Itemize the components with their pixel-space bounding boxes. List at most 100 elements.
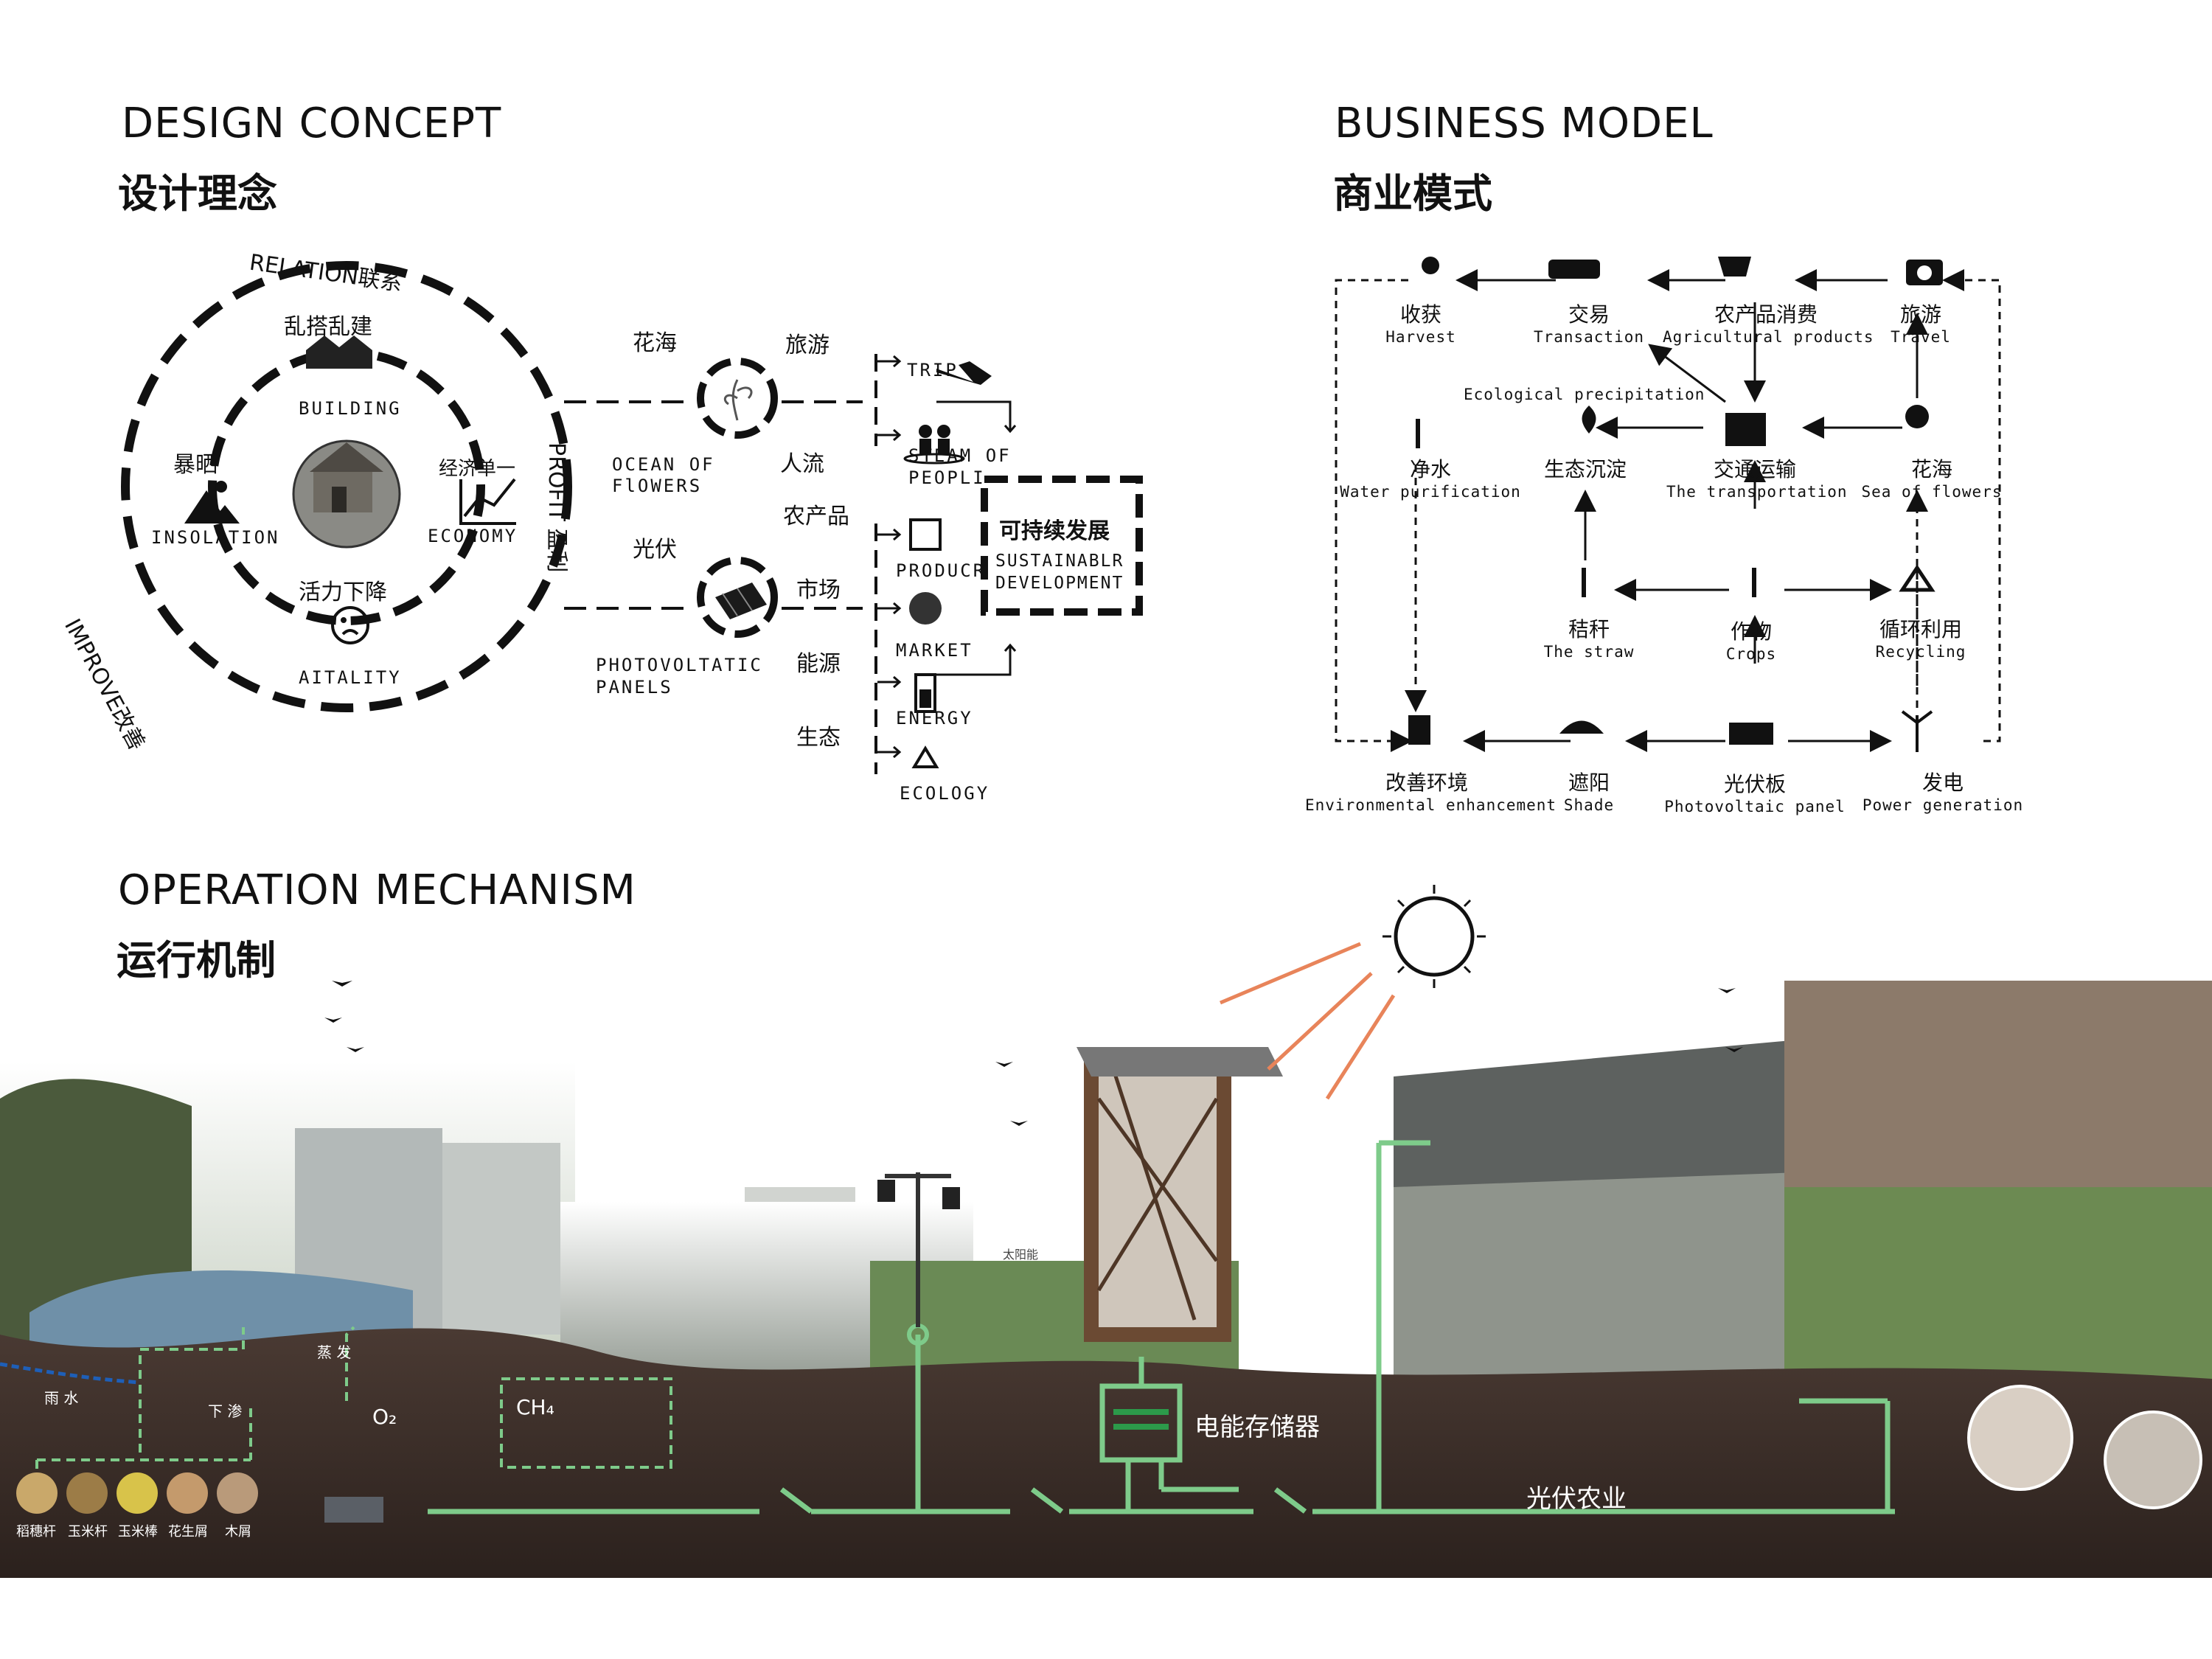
birds	[324, 981, 1743, 1126]
straw-icon	[1582, 568, 1586, 597]
evaporate-label: 蒸 发	[317, 1343, 352, 1361]
flowers-bm-cn: 花海	[1910, 457, 1952, 481]
storage-box	[1099, 1383, 1183, 1463]
recycle-en: Recycling	[1875, 643, 1966, 661]
power-en: Power generation	[1862, 796, 2024, 814]
cart-icon	[1718, 257, 1751, 276]
ecology-en: ECOLOGY	[900, 783, 990, 804]
truck-icon	[1725, 413, 1766, 446]
business-model-title-cn: 商业模式	[1333, 170, 1492, 217]
power-cn: 发电	[1921, 771, 1964, 795]
energy-en: ENERGY	[896, 708, 973, 728]
flowers-cn: 花海	[633, 330, 677, 356]
operation-scene	[0, 885, 2212, 1578]
recycle-cn: 循环利用	[1879, 617, 1962, 641]
windmill-icon	[1901, 710, 1933, 752]
straw-en: The straw	[1543, 643, 1635, 661]
pv-en-2: PANELS	[596, 677, 673, 698]
insolation-cn: 暴晒	[173, 452, 218, 478]
shade-cn: 遮阳	[1568, 771, 1610, 795]
operation-title: OPERATION MECHANISM	[118, 866, 636, 914]
people-cn: 人流	[780, 451, 824, 477]
device-box	[324, 1497, 383, 1523]
economy-chart-icon	[459, 478, 516, 525]
material-label-4: 花生屑	[168, 1524, 208, 1540]
recycle-icon	[911, 745, 939, 768]
economy-en: ECONOMY	[428, 526, 518, 546]
outer-ring	[121, 261, 572, 712]
solar-small-label: 太阳能	[1003, 1248, 1039, 1262]
business-model-diagram	[1335, 257, 2001, 752]
material-label-2: 玉米杆	[68, 1524, 108, 1540]
eco-precip-en: Ecological precipitation	[1464, 386, 1705, 403]
pv-bm-en: Photovoltaic panel	[1664, 798, 1846, 815]
seep-label: 下 渗	[208, 1402, 243, 1420]
trip-cn: 旅游	[785, 333, 830, 358]
water-en: Water purification	[1340, 483, 1521, 501]
flower-icon	[1905, 405, 1929, 428]
sun-rays	[1220, 942, 1396, 1100]
insolation-en: INSOLATION	[151, 527, 280, 548]
sustainable-box	[981, 476, 1143, 616]
o2-label: O₂	[372, 1405, 397, 1429]
pv-agri-label: 光伏农业	[1526, 1484, 1627, 1514]
product-en: PRODUCR	[896, 560, 987, 581]
material-label-5: 木屑	[225, 1524, 251, 1540]
battery-icon	[914, 673, 936, 713]
vitality-cn: 活力下降	[299, 580, 387, 605]
harvest-cn: 收获	[1399, 302, 1441, 327]
harvest-icon	[1422, 257, 1439, 274]
agri-cn: 农产品消费	[1714, 302, 1818, 327]
plane-icon	[936, 361, 999, 385]
design-concept-diagram	[121, 261, 1143, 774]
env-en: Environmental enhancement	[1305, 796, 1557, 814]
harvest-en: Harvest	[1385, 328, 1456, 346]
water-cn: 净水	[1409, 457, 1451, 481]
sustainable-en-2: DEVELOPMENT	[995, 574, 1124, 593]
pv-bm-cn: 光伏板	[1723, 772, 1786, 796]
vitality-en: AITALITY	[299, 667, 402, 688]
market-en: MARKET	[896, 640, 973, 661]
green-circuit	[428, 1140, 1895, 1514]
product-cn: 农产品	[783, 504, 849, 529]
street-lamp	[885, 1172, 951, 1327]
vendor-photo	[2104, 1411, 2202, 1509]
travel-cn: 旅游	[1899, 302, 1941, 327]
crops-icon	[1752, 568, 1756, 597]
economy-cn: 经济单一	[439, 458, 516, 480]
transaction-en: Transaction	[1533, 328, 1645, 346]
farmer-photo	[1967, 1385, 2073, 1491]
water-icon	[1416, 419, 1420, 448]
people-en-2: PEOPLI	[908, 467, 986, 488]
flowers-bm-en: Sea of flowers	[1861, 483, 2003, 501]
umbrella-icon	[1559, 720, 1604, 734]
material-label-1: 稻穗杆	[16, 1524, 56, 1540]
transport-en: The transportation	[1666, 483, 1848, 501]
house-icon	[306, 335, 372, 369]
profit-label: PROFIT 盈利	[543, 442, 569, 573]
design-concept-title: DESIGN CONCEPT	[122, 100, 502, 147]
building-en: BUILDING	[299, 398, 402, 419]
people-en-1: STEAM OF	[908, 445, 1012, 466]
sun-icon	[1382, 885, 1486, 988]
ecology-cn: 生态	[796, 725, 841, 751]
shade-en: Shade	[1563, 796, 1615, 814]
pv-en-1: PHOTOVOLTATIC	[596, 655, 763, 675]
recycle-icon	[1899, 564, 1935, 592]
handshake-icon	[1548, 260, 1600, 279]
storage-label: 电能存储器	[1194, 1413, 1320, 1442]
transport-cn: 交通运输	[1713, 457, 1796, 481]
crops-en: Crops	[1725, 645, 1777, 663]
building-cn: 乱搭乱建	[284, 314, 372, 340]
rain-label: 雨 水	[44, 1389, 79, 1407]
sustainable-cn: 可持续发展	[999, 518, 1110, 544]
pavilion-roof	[1077, 1047, 1283, 1077]
transaction-cn: 交易	[1568, 302, 1610, 327]
flowers-en-2: FlOWERS	[612, 476, 703, 496]
pv-panel-icon	[1729, 723, 1773, 745]
sprout-icon	[1582, 406, 1596, 434]
env-cn: 改善环境	[1385, 771, 1468, 795]
travel-en: Travel	[1891, 328, 1951, 346]
globe-icon	[909, 592, 942, 625]
design-concept-title-cn: 设计理念	[118, 170, 277, 217]
